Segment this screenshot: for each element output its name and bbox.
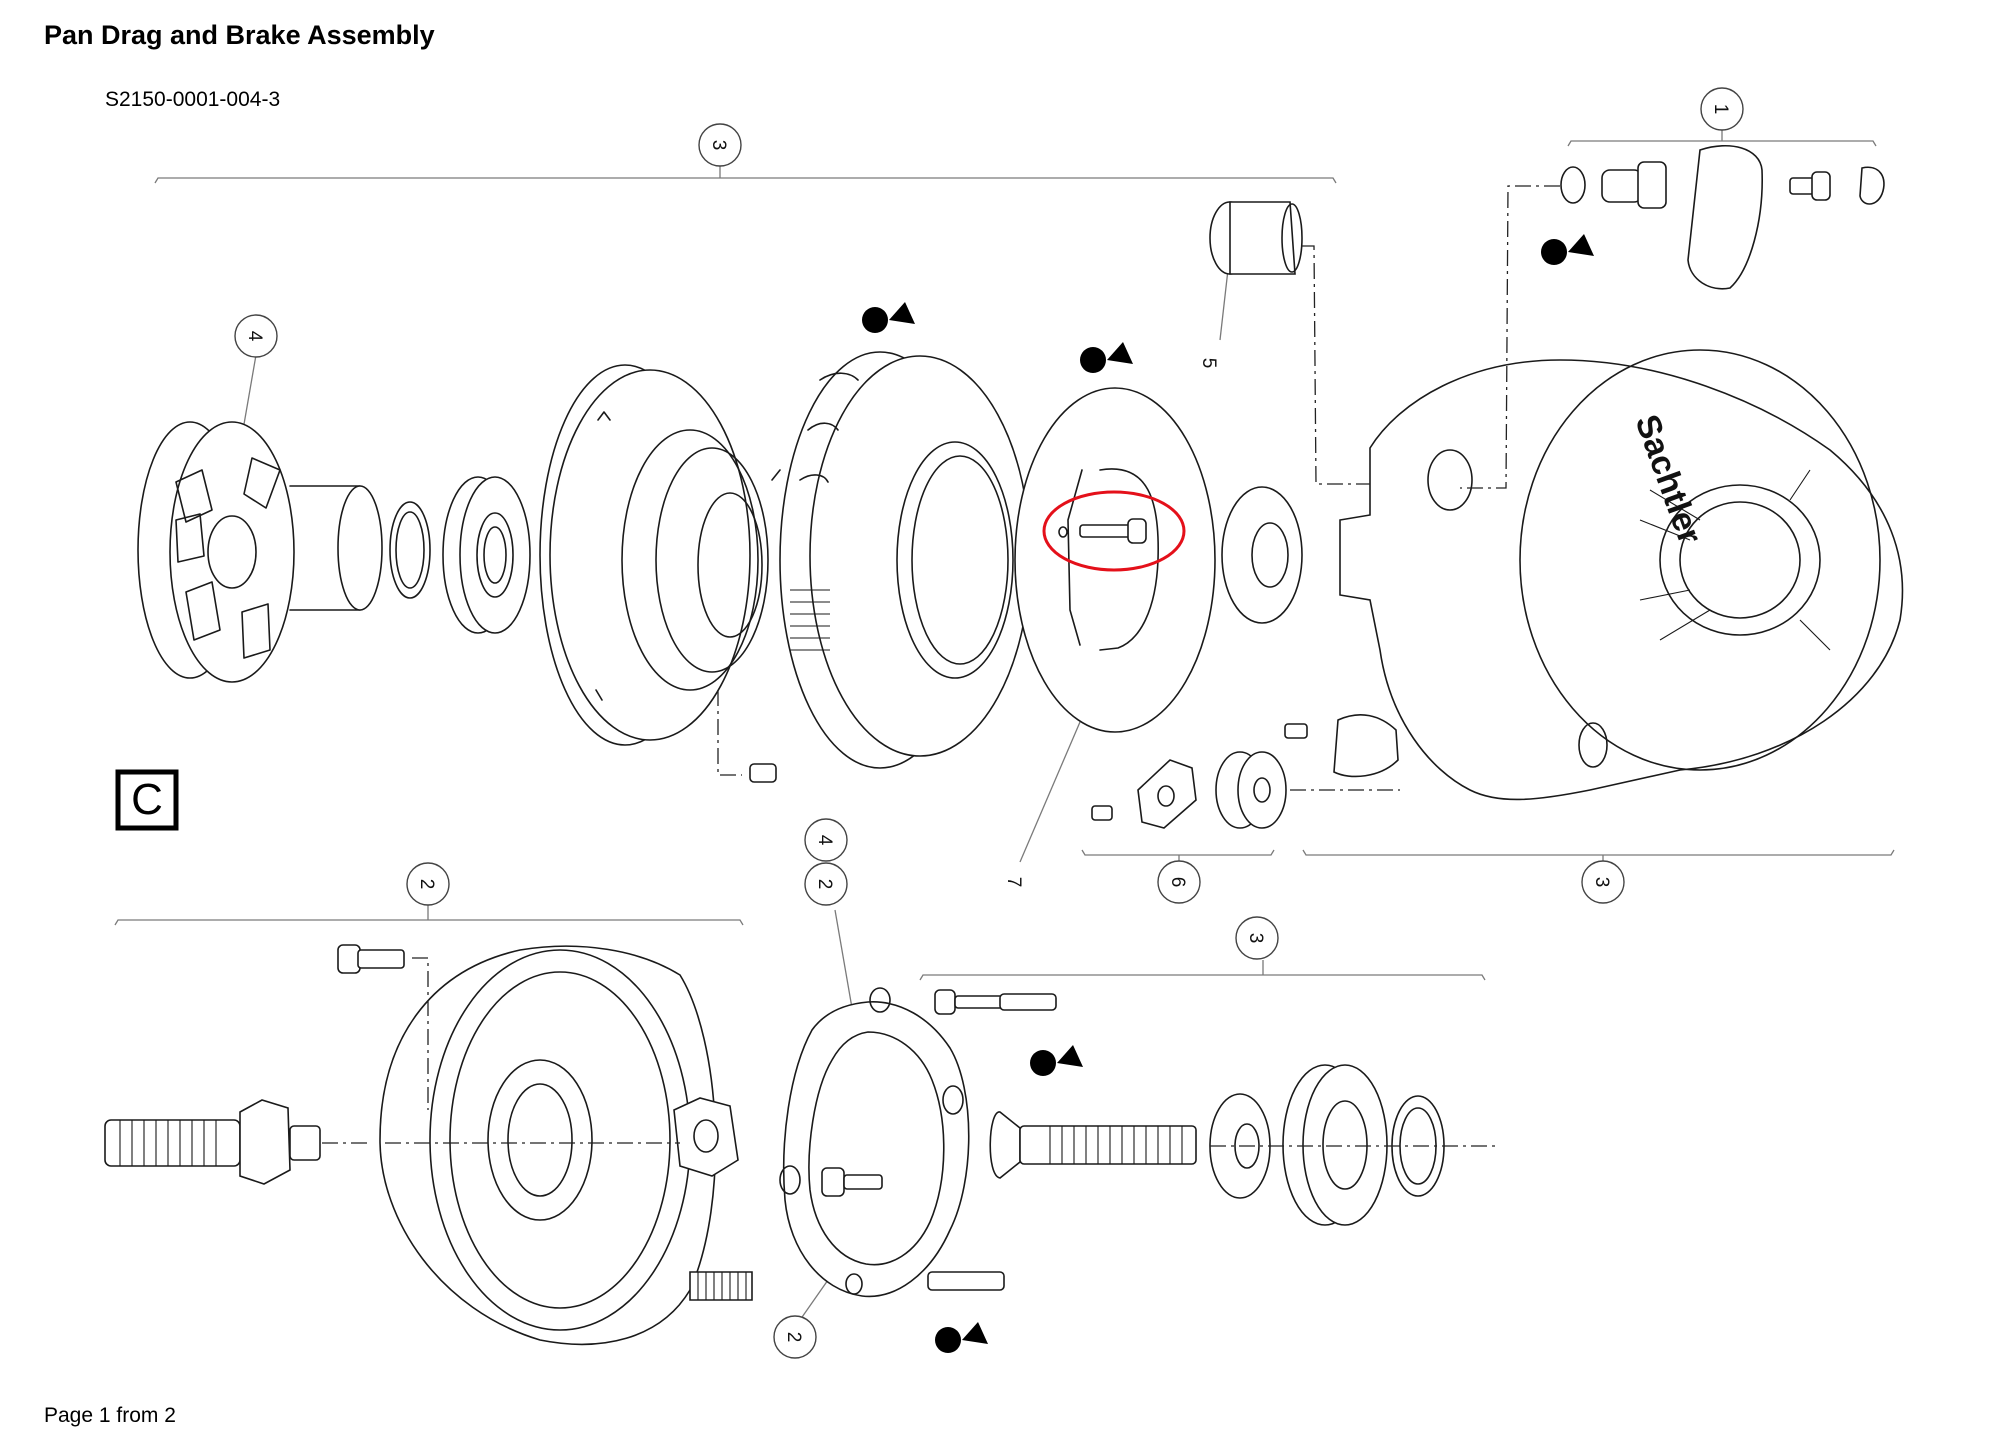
grease-symbol-icon	[1080, 342, 1133, 373]
spring-plate-part	[779, 987, 1057, 1298]
highlighted-screw-marker	[1042, 490, 1186, 572]
callout-bubble: 2	[773, 1315, 817, 1359]
hub-housing-part	[539, 364, 781, 783]
callout-number: 7	[1003, 877, 1024, 888]
callout-bubble: 1	[1700, 87, 1744, 131]
callout-number: 2	[783, 1332, 804, 1343]
lubrication-symbols	[862, 234, 1594, 1353]
grease-symbol-icon	[1541, 234, 1594, 265]
callout-bubble: 3	[698, 123, 742, 167]
callout-bubble: 3	[1581, 860, 1625, 904]
callout-number: 2	[416, 879, 437, 890]
group-brackets-bottom	[114, 905, 1486, 1321]
clamp-lever-parts	[1460, 144, 1885, 489]
callout-bubble: 3	[1235, 916, 1279, 960]
callout-bubble: 4	[234, 314, 278, 358]
document-number: S2150-0001-004-3	[105, 88, 281, 111]
cover-plate-and-bearing	[1091, 714, 1400, 829]
coupling-sleeve-part	[1209, 201, 1370, 485]
callout-number: 3	[708, 140, 729, 151]
page-indicator: Page 1 from 2	[44, 1404, 176, 1427]
view-marker: C	[115, 769, 179, 831]
view-marker-letter: C	[131, 775, 163, 824]
threaded-stud-part	[104, 1099, 370, 1185]
base-housing-part	[337, 944, 753, 1346]
callout-bubble: 2	[804, 862, 848, 906]
page-title: Pan Drag and Brake Assembly	[44, 20, 435, 50]
grease-symbol-icon	[862, 302, 915, 333]
head-housing-part: Sachtler	[1339, 349, 1904, 801]
callout-number: 1	[1710, 104, 1731, 115]
ribbed-drum-part	[779, 351, 1031, 769]
bearing-part	[442, 476, 531, 634]
callout-number: 6	[1167, 877, 1188, 888]
callout-number: 3	[1245, 933, 1266, 944]
grease-symbol-icon	[1030, 1045, 1083, 1076]
callout-bubble: 7	[1003, 877, 1024, 888]
callout-bubble: 6	[1157, 860, 1201, 904]
callout-number: 4	[244, 331, 265, 342]
shaft-and-bearing-parts	[989, 1064, 1500, 1226]
callout-bubble: 5	[1198, 358, 1219, 369]
washer-part	[1221, 486, 1303, 624]
rotor-disc-part	[137, 421, 431, 683]
callout-bubble: 4	[804, 818, 848, 862]
grease-symbol-icon	[935, 1322, 988, 1353]
callout-number: 2	[814, 879, 835, 890]
callout-number: 3	[1591, 877, 1612, 888]
friction-disc-part	[1014, 387, 1216, 733]
callout-number: 5	[1198, 358, 1219, 369]
callout-number: 4	[814, 835, 835, 846]
callout-bubble: 2	[406, 862, 450, 906]
